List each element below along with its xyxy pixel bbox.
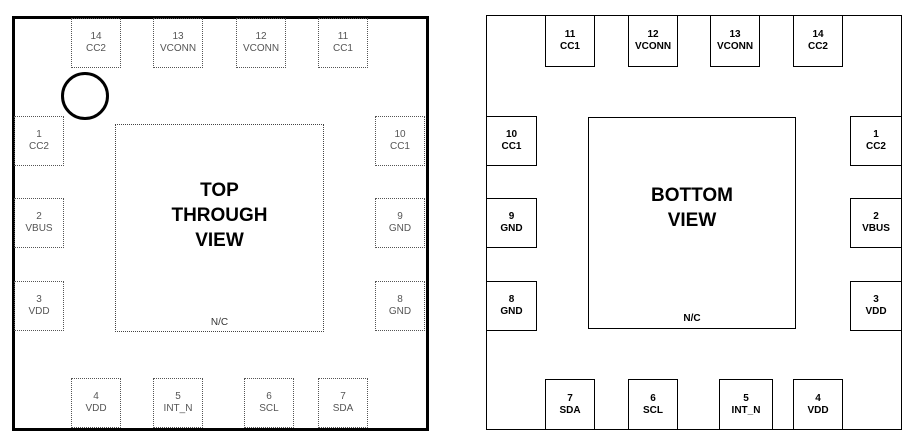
pin-number: 2 bbox=[873, 211, 879, 222]
pin-name: VDD bbox=[807, 404, 829, 416]
title-line: THROUGH bbox=[171, 205, 268, 226]
title-line: BOTTOM bbox=[651, 185, 733, 206]
top-pin-13: 13 VCONN bbox=[153, 18, 203, 68]
pin-name: CC1 bbox=[332, 43, 353, 54]
pin-name: CC1 bbox=[559, 41, 580, 52]
pin-number: 4 bbox=[93, 391, 99, 402]
pin-name: CC1 bbox=[501, 141, 522, 152]
top-pin-9: 9 GND bbox=[375, 198, 425, 248]
pin-name: VBUS bbox=[25, 223, 53, 234]
pin-number: 3 bbox=[36, 294, 42, 305]
bottom-pin-9: 9 GND bbox=[486, 198, 537, 248]
top-pin-14: 14 CC2 bbox=[71, 18, 121, 68]
bottom-pin-8: 8 GND bbox=[486, 281, 537, 331]
pin-number: 10 bbox=[394, 129, 406, 140]
bottom-pin-7: 7 SDA bbox=[545, 379, 595, 430]
title-line: VIEW bbox=[195, 230, 244, 251]
pin-number: 1 bbox=[873, 129, 879, 140]
pin-number: 10 bbox=[505, 129, 518, 140]
bottom-view-package bbox=[486, 15, 902, 430]
top-pin-7: 7 SDA bbox=[318, 378, 368, 428]
pin-number: 12 bbox=[255, 31, 267, 42]
pin-name: VBUS bbox=[862, 223, 890, 234]
pin-number: 6 bbox=[266, 391, 272, 402]
pin-number: 13 bbox=[172, 31, 184, 42]
bottom-pin-10: 10 CC1 bbox=[486, 116, 537, 166]
bottom-pin-14: 14 CC2 bbox=[793, 15, 843, 67]
bottom-exposed-pad bbox=[588, 117, 796, 329]
pin-name: VCONN bbox=[242, 43, 280, 54]
top-pin-11: 11 CC1 bbox=[318, 18, 368, 68]
pin-name: VCONN bbox=[716, 41, 754, 52]
pin-name: CC2 bbox=[865, 141, 886, 152]
bottom-nc-label: N/C bbox=[683, 313, 701, 324]
pin-number: 2 bbox=[36, 211, 42, 222]
bottom-pin-13: 13 VCONN bbox=[710, 15, 760, 67]
top-pin-3: 3 VDD bbox=[14, 281, 64, 331]
pin-name: SDA bbox=[332, 403, 354, 414]
pin-name: INT_N bbox=[163, 403, 193, 414]
bottom-pin-3: 3 VDD bbox=[850, 281, 902, 331]
pin-name: VDD bbox=[28, 306, 50, 317]
pin-name: INT_N bbox=[731, 404, 761, 416]
bottom-pin-1: 1 CC2 bbox=[850, 116, 902, 166]
pin-number: 14 bbox=[90, 31, 102, 42]
top-pin-6: 6 SCL bbox=[244, 378, 294, 428]
pin-name: VCONN bbox=[634, 41, 672, 52]
pin-name: VDD bbox=[85, 403, 107, 414]
pin-number: 1 bbox=[36, 129, 42, 140]
pin-number: 12 bbox=[647, 29, 659, 40]
pin-number: 8 bbox=[508, 294, 515, 305]
pin-name: GND bbox=[388, 306, 412, 317]
title-line: VIEW bbox=[667, 210, 717, 231]
bottom-pin-12: 12 VCONN bbox=[628, 15, 678, 67]
pin-number: 5 bbox=[743, 392, 749, 404]
top-pin-5: 5 INT_N bbox=[153, 378, 203, 428]
pin-name: CC2 bbox=[807, 41, 828, 52]
pin-number: 9 bbox=[508, 211, 515, 222]
pin-number: 6 bbox=[650, 392, 656, 404]
bottom-pin-11: 11 CC1 bbox=[545, 15, 595, 67]
pin-name: VCONN bbox=[159, 43, 197, 54]
pin-number: 11 bbox=[564, 29, 576, 40]
top-view-title: TOP THROUGH VIEW bbox=[115, 178, 324, 253]
pin-number: 7 bbox=[567, 392, 573, 404]
pin-number: 13 bbox=[729, 29, 741, 40]
pin-number: 4 bbox=[815, 392, 821, 404]
pin-name: SDA bbox=[559, 404, 581, 416]
top-exposed-pad bbox=[115, 124, 324, 332]
pin-number: 9 bbox=[397, 211, 403, 222]
pin-name: GND bbox=[500, 223, 523, 234]
pin-name: SCL bbox=[259, 403, 279, 414]
pin-name: SCL bbox=[643, 404, 663, 416]
pin-number: 8 bbox=[397, 294, 403, 305]
pin-number: 14 bbox=[812, 29, 824, 40]
pin-name: GND bbox=[500, 306, 523, 317]
pin-number: 5 bbox=[175, 391, 181, 402]
pin-name: CC1 bbox=[389, 141, 410, 152]
bottom-view-title: BOTTOM VIEW bbox=[588, 183, 796, 233]
pin-name: VDD bbox=[865, 306, 887, 317]
pin-name: CC2 bbox=[28, 141, 49, 152]
top-pin-10: 10 CC1 bbox=[375, 116, 425, 166]
top-nc-label: N/C bbox=[210, 317, 229, 328]
pin-name: GND bbox=[388, 223, 412, 234]
pin-name: CC2 bbox=[85, 43, 106, 54]
top-pin-8: 8 GND bbox=[375, 281, 425, 331]
top-pin-2: 2 VBUS bbox=[14, 198, 64, 248]
pin-number: 3 bbox=[873, 294, 879, 305]
bottom-pin-5: 5 INT_N bbox=[719, 379, 773, 430]
pin-number: 7 bbox=[340, 391, 346, 402]
bottom-pin-4: 4 VDD bbox=[793, 379, 843, 430]
pin-number: 11 bbox=[337, 31, 349, 42]
pin1-marker-circle bbox=[61, 72, 109, 120]
bottom-pin-6: 6 SCL bbox=[628, 379, 678, 430]
top-pin-1: 1 CC2 bbox=[14, 116, 64, 166]
top-pin-4: 4 VDD bbox=[71, 378, 121, 428]
title-line: TOP bbox=[200, 180, 239, 201]
top-pin-12: 12 VCONN bbox=[236, 18, 286, 68]
bottom-pin-2: 2 VBUS bbox=[850, 198, 902, 248]
